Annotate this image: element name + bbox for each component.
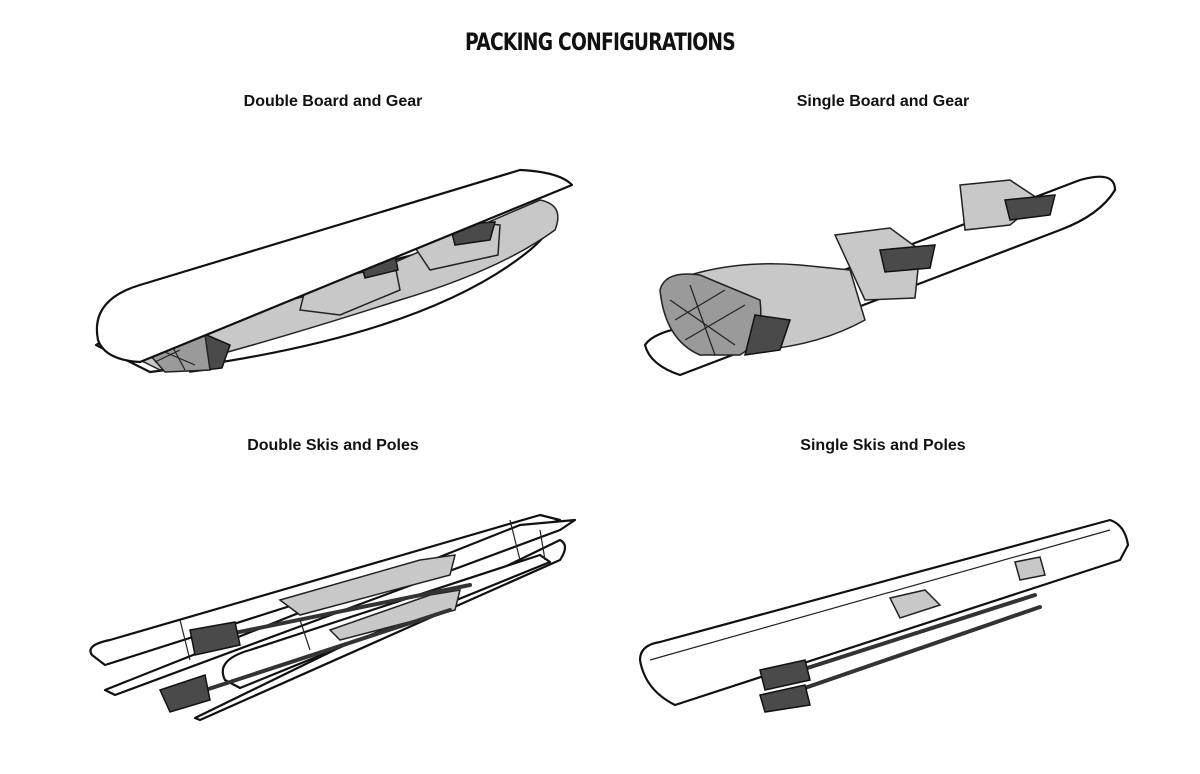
double-board-illustration [94, 168, 574, 374]
double-skis-illustration [89, 513, 577, 722]
panel-label-double-board: Double Board and Gear [243, 93, 423, 110]
page-title: PACKING CONFIGURATIONS [465, 28, 736, 56]
single-board-illustration [643, 175, 1117, 377]
single-skis-illustration [638, 518, 1130, 713]
panel-label-single-skis: Single Skis and Poles [800, 437, 966, 454]
panel-label-double-skis: Double Skis and Poles [247, 437, 419, 454]
panel-label-single-board: Single Board and Gear [796, 93, 970, 110]
